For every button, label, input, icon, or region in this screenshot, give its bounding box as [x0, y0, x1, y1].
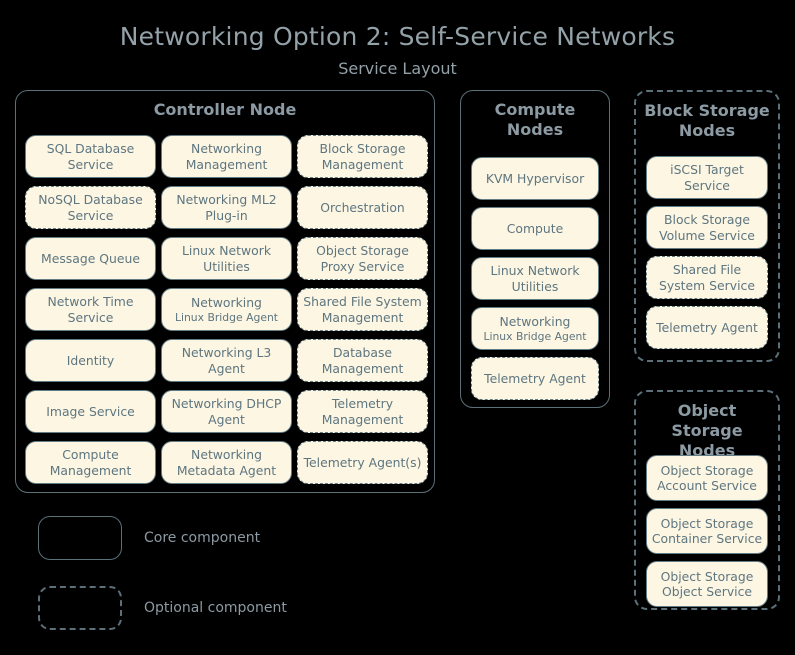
component-label: Database Management: [321, 345, 404, 376]
component-label: iSCSI Target Service: [670, 162, 744, 193]
component-label: Object Storage Object Service: [660, 568, 754, 600]
controller-node-title: Controller Node: [153, 100, 297, 119]
component-chip[interactable]: Telemetry Agent: [471, 357, 599, 400]
component-chip[interactable]: Identity: [25, 339, 156, 382]
legend-label: Core component: [144, 530, 261, 546]
component-chip[interactable]: Shared File System Service: [646, 256, 768, 299]
block-storage-nodes-container: Block Storage Nodes iSCSI Target Service…: [634, 90, 780, 362]
component-chip[interactable]: iSCSI Target Service: [646, 156, 768, 199]
component-label: Shared File System Management: [303, 294, 422, 325]
component-label: Shared File System Service: [659, 262, 755, 293]
component-label: Object Storage Account Service: [657, 462, 757, 494]
component-chip[interactable]: SQL Database Service: [25, 135, 156, 178]
component-label: Telemetry Management: [321, 396, 404, 427]
component-label: Networking DHCP Agent: [171, 396, 282, 427]
legend-swatch-core: [38, 516, 122, 560]
component-chip[interactable]: Networking DHCP Agent: [161, 390, 292, 433]
component-chip[interactable]: KVM Hypervisor: [471, 157, 599, 200]
component-chip[interactable]: Networking Metadata Agent: [161, 441, 292, 484]
component-chip[interactable]: Block Storage Management: [297, 135, 428, 178]
component-label: Networking Management: [185, 141, 268, 172]
component-chip[interactable]: Linux Network Utilities: [471, 257, 599, 300]
component-chip[interactable]: Orchestration: [297, 186, 428, 229]
component-chip[interactable]: Object Storage Account Service: [646, 455, 768, 501]
component-chip[interactable]: Shared File System Management: [297, 288, 428, 331]
component-label: Linux Network Utilities: [181, 243, 272, 274]
component-label: Networking L3 Agent: [181, 345, 272, 376]
component-chip[interactable]: Image Service: [25, 390, 156, 433]
component-label: SQL Database Service: [46, 141, 135, 172]
page-subtitle: Service Layout: [338, 59, 457, 78]
legend-swatch-optional: [38, 586, 122, 630]
legend-row: Core component: [38, 515, 287, 561]
component-label: Identity: [66, 352, 115, 368]
component-chip[interactable]: NoSQL Database Service: [25, 186, 156, 229]
component-chip[interactable]: Message Queue: [25, 237, 156, 280]
compute-nodes-title: Compute Nodes: [494, 100, 576, 139]
component-label: KVM Hypervisor: [485, 170, 585, 186]
legend-label: Optional component: [144, 600, 287, 616]
component-chip[interactable]: Networking Management: [161, 135, 292, 178]
component-sublabel: Linux Bridge Agent: [174, 310, 279, 324]
component-chip[interactable]: Telemetry Management: [297, 390, 428, 433]
component-chip[interactable]: Telemetry Agent(s): [297, 441, 428, 484]
component-chip[interactable]: Object Storage Container Service: [646, 508, 768, 554]
component-chip[interactable]: Linux Network Utilities: [161, 237, 292, 280]
component-chip[interactable]: Networking ML2 Plug-in: [161, 186, 292, 229]
component-chip[interactable]: Object Storage Proxy Service: [297, 237, 428, 280]
component-label: Block Storage Volume Service: [659, 212, 755, 243]
component-label: Message Queue: [41, 250, 140, 266]
component-chip[interactable]: Telemetry Agent: [646, 306, 768, 349]
component-chip[interactable]: Block Storage Volume Service: [646, 206, 768, 249]
component-sublabel: Linux Bridge Agent: [483, 329, 587, 343]
component-chip[interactable]: Database Management: [297, 339, 428, 382]
object-storage-nodes-title: Object Storage Nodes: [671, 401, 743, 460]
component-label: Orchestration: [320, 199, 405, 215]
block-storage-nodes-title: Block Storage Nodes: [644, 101, 770, 140]
component-chip[interactable]: Object Storage Object Service: [646, 561, 768, 607]
component-label: Compute: [506, 220, 564, 236]
component-chip[interactable]: Compute Management: [25, 441, 156, 484]
component-label: Compute Management: [49, 447, 132, 478]
component-label: Network Time Service: [47, 294, 134, 325]
component-label: Telemetry Agent: [484, 370, 586, 386]
component-label: Networking Metadata Agent: [176, 447, 277, 478]
component-label: Object Storage Container Service: [651, 515, 763, 547]
component-label: Telemetry Agent: [656, 319, 758, 335]
component-label: Object Storage Proxy Service: [316, 243, 409, 274]
component-label: Block Storage Management: [319, 141, 406, 172]
component-chip[interactable]: Compute: [471, 207, 599, 250]
component-label: Image Service: [46, 403, 135, 419]
component-label: Networking ML2 Plug-in: [176, 192, 277, 223]
controller-node-component-grid: SQL Database Service Networking Managemen…: [25, 135, 428, 484]
component-chip[interactable]: Networking L3 Agent: [161, 339, 292, 382]
component-label: NoSQL Database Service: [38, 192, 143, 223]
component-chip[interactable]: Network Time Service: [25, 288, 156, 331]
component-label: Linux Network Utilities: [490, 263, 580, 294]
page-title: Networking Option 2: Self-Service Networ…: [119, 22, 676, 51]
component-label: Telemetry Agent(s): [303, 454, 422, 470]
legend-row: Optional component: [38, 585, 287, 631]
object-storage-nodes-container: Object Storage Nodes Object Storage Acco…: [634, 390, 780, 610]
